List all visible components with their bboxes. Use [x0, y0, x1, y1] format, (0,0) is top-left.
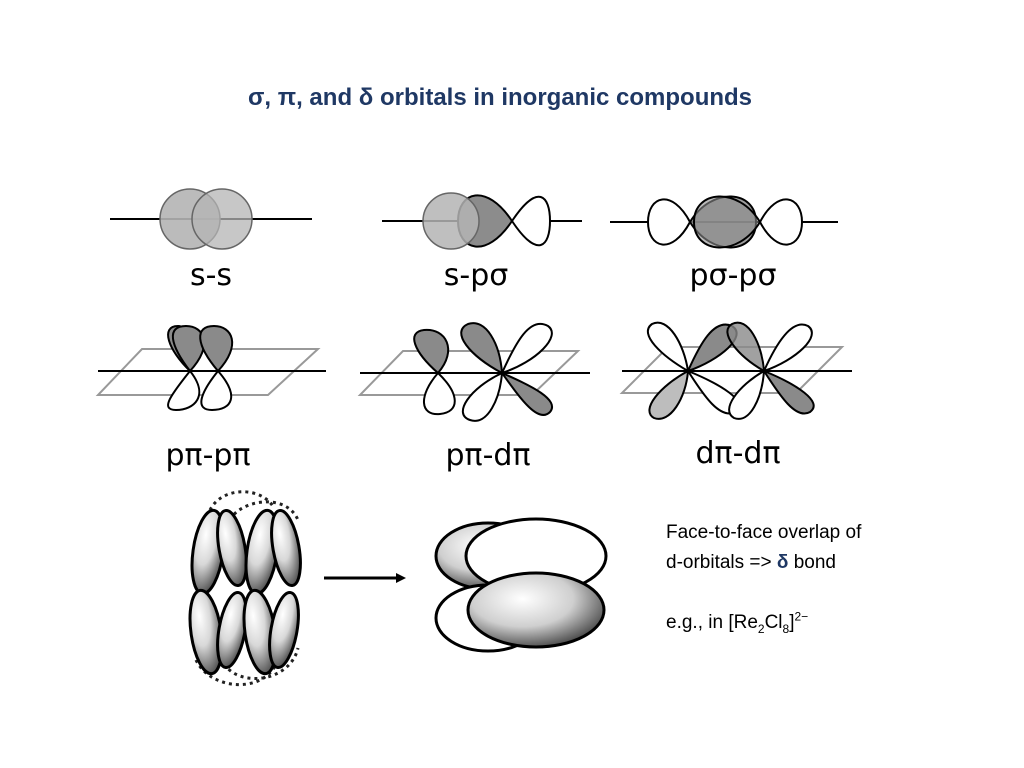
slide-title: σ, π, and δ orbitals in inorganic compou… [247, 84, 753, 111]
example-compound: e.g., in [Re2Cl8]2− [666, 609, 809, 636]
p-pi-d-pi-overlap [357, 322, 590, 422]
label-d-pi-d-pi: dπ-dπ [695, 436, 780, 471]
label-p-sigma-p-sigma: pσ-pσ [690, 258, 777, 293]
note-line-1: Face-to-face overlap of [666, 522, 862, 543]
note-line-2: d-orbitals => δ bond [666, 552, 836, 573]
p-pi-p-pi-overlap [95, 324, 326, 412]
delta-symbol: δ [776, 552, 789, 573]
label-s-p-sigma: s-pσ [444, 258, 509, 293]
p-sigma-p-sigma-overlap [610, 195, 838, 249]
label-p-pi-p-pi: pπ-pπ [165, 438, 250, 473]
s-s-sigma-overlap [110, 188, 312, 250]
d-pi-d-pi-overlap [619, 321, 852, 420]
label-p-pi-d-pi: pπ-dπ [445, 438, 530, 473]
s-p-sigma-overlap [382, 192, 582, 250]
d-orbital-pair [188, 508, 302, 676]
delta-bond-lobes [434, 517, 608, 653]
label-s-s: s-s [190, 258, 232, 293]
delta-bond-note: Face-to-face overlap of d-orbitals => δ … [666, 518, 1006, 638]
